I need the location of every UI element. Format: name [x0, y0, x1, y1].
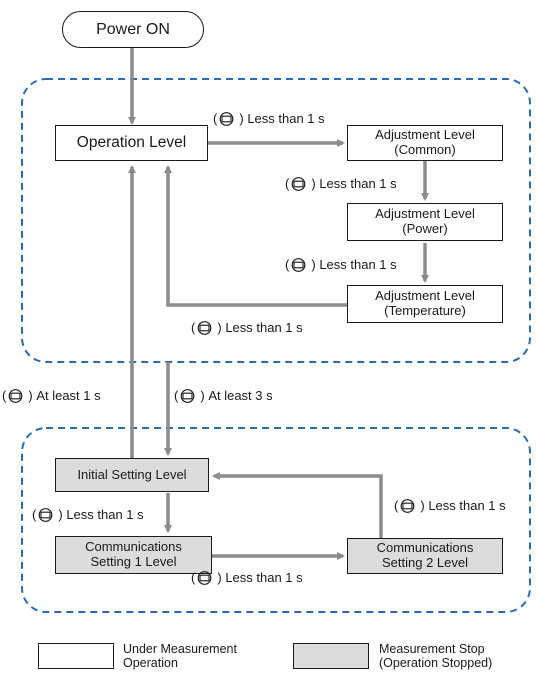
label-to-op-at-least: () At least 1 s: [2, 388, 101, 403]
operation-level-node: Operation Level: [55, 125, 208, 161]
arrow-comm2-to-initial: [212, 472, 383, 538]
adjustment-power-node: Adjustment Level (Power): [347, 203, 503, 241]
setting-group-region: [21, 427, 531, 613]
arrow-temperature-to-operation: [164, 165, 347, 307]
adjustment-temperature-node: Adjustment Level (Temperature): [347, 285, 503, 323]
comm-setting-1-node: Communications Setting 1 Level: [55, 536, 212, 574]
legend-swatch-running: [38, 643, 114, 669]
mode-key-icon: [195, 570, 214, 585]
legend-label-stopped: Measurement Stop (Operation Stopped): [379, 642, 493, 670]
label-temp-to-op: () Less than 1 s: [191, 320, 303, 335]
label-common-to-power: () Less than 1 s: [285, 176, 397, 191]
comm-setting-2-node: Communications Setting 2 Level: [347, 538, 503, 574]
label-power-to-temp: () Less than 1 s: [285, 257, 397, 272]
label-to-initial-at-least: () At least 3 s: [174, 388, 273, 403]
adjustment-common-node: Adjustment Level (Common): [347, 125, 503, 161]
legend-swatch-stopped: [293, 643, 369, 669]
mode-key-icon: [289, 176, 308, 191]
operation-group-region: [21, 78, 531, 363]
mode-key-icon: [217, 111, 236, 126]
initial-setting-node: Initial Setting Level: [55, 458, 209, 492]
mode-key-icon: [195, 320, 214, 335]
label-op-to-common: () Less than 1 s: [213, 111, 325, 126]
mode-key-icon: [289, 257, 308, 272]
legend-label-running: Under Measurement Operation: [123, 642, 237, 670]
label-initial-to-comm1: () Less than 1 s: [32, 507, 144, 522]
label-comm1-to-comm2: () Less than 1 s: [191, 570, 303, 585]
power-on-node: Power ON: [62, 11, 204, 48]
mode-key-icon: [36, 507, 55, 522]
mode-key-icon: [398, 498, 417, 513]
mode-key-icon: [178, 388, 197, 403]
mode-key-icon: [6, 388, 25, 403]
label-comm2-to-initial: () Less than 1 s: [394, 498, 506, 513]
